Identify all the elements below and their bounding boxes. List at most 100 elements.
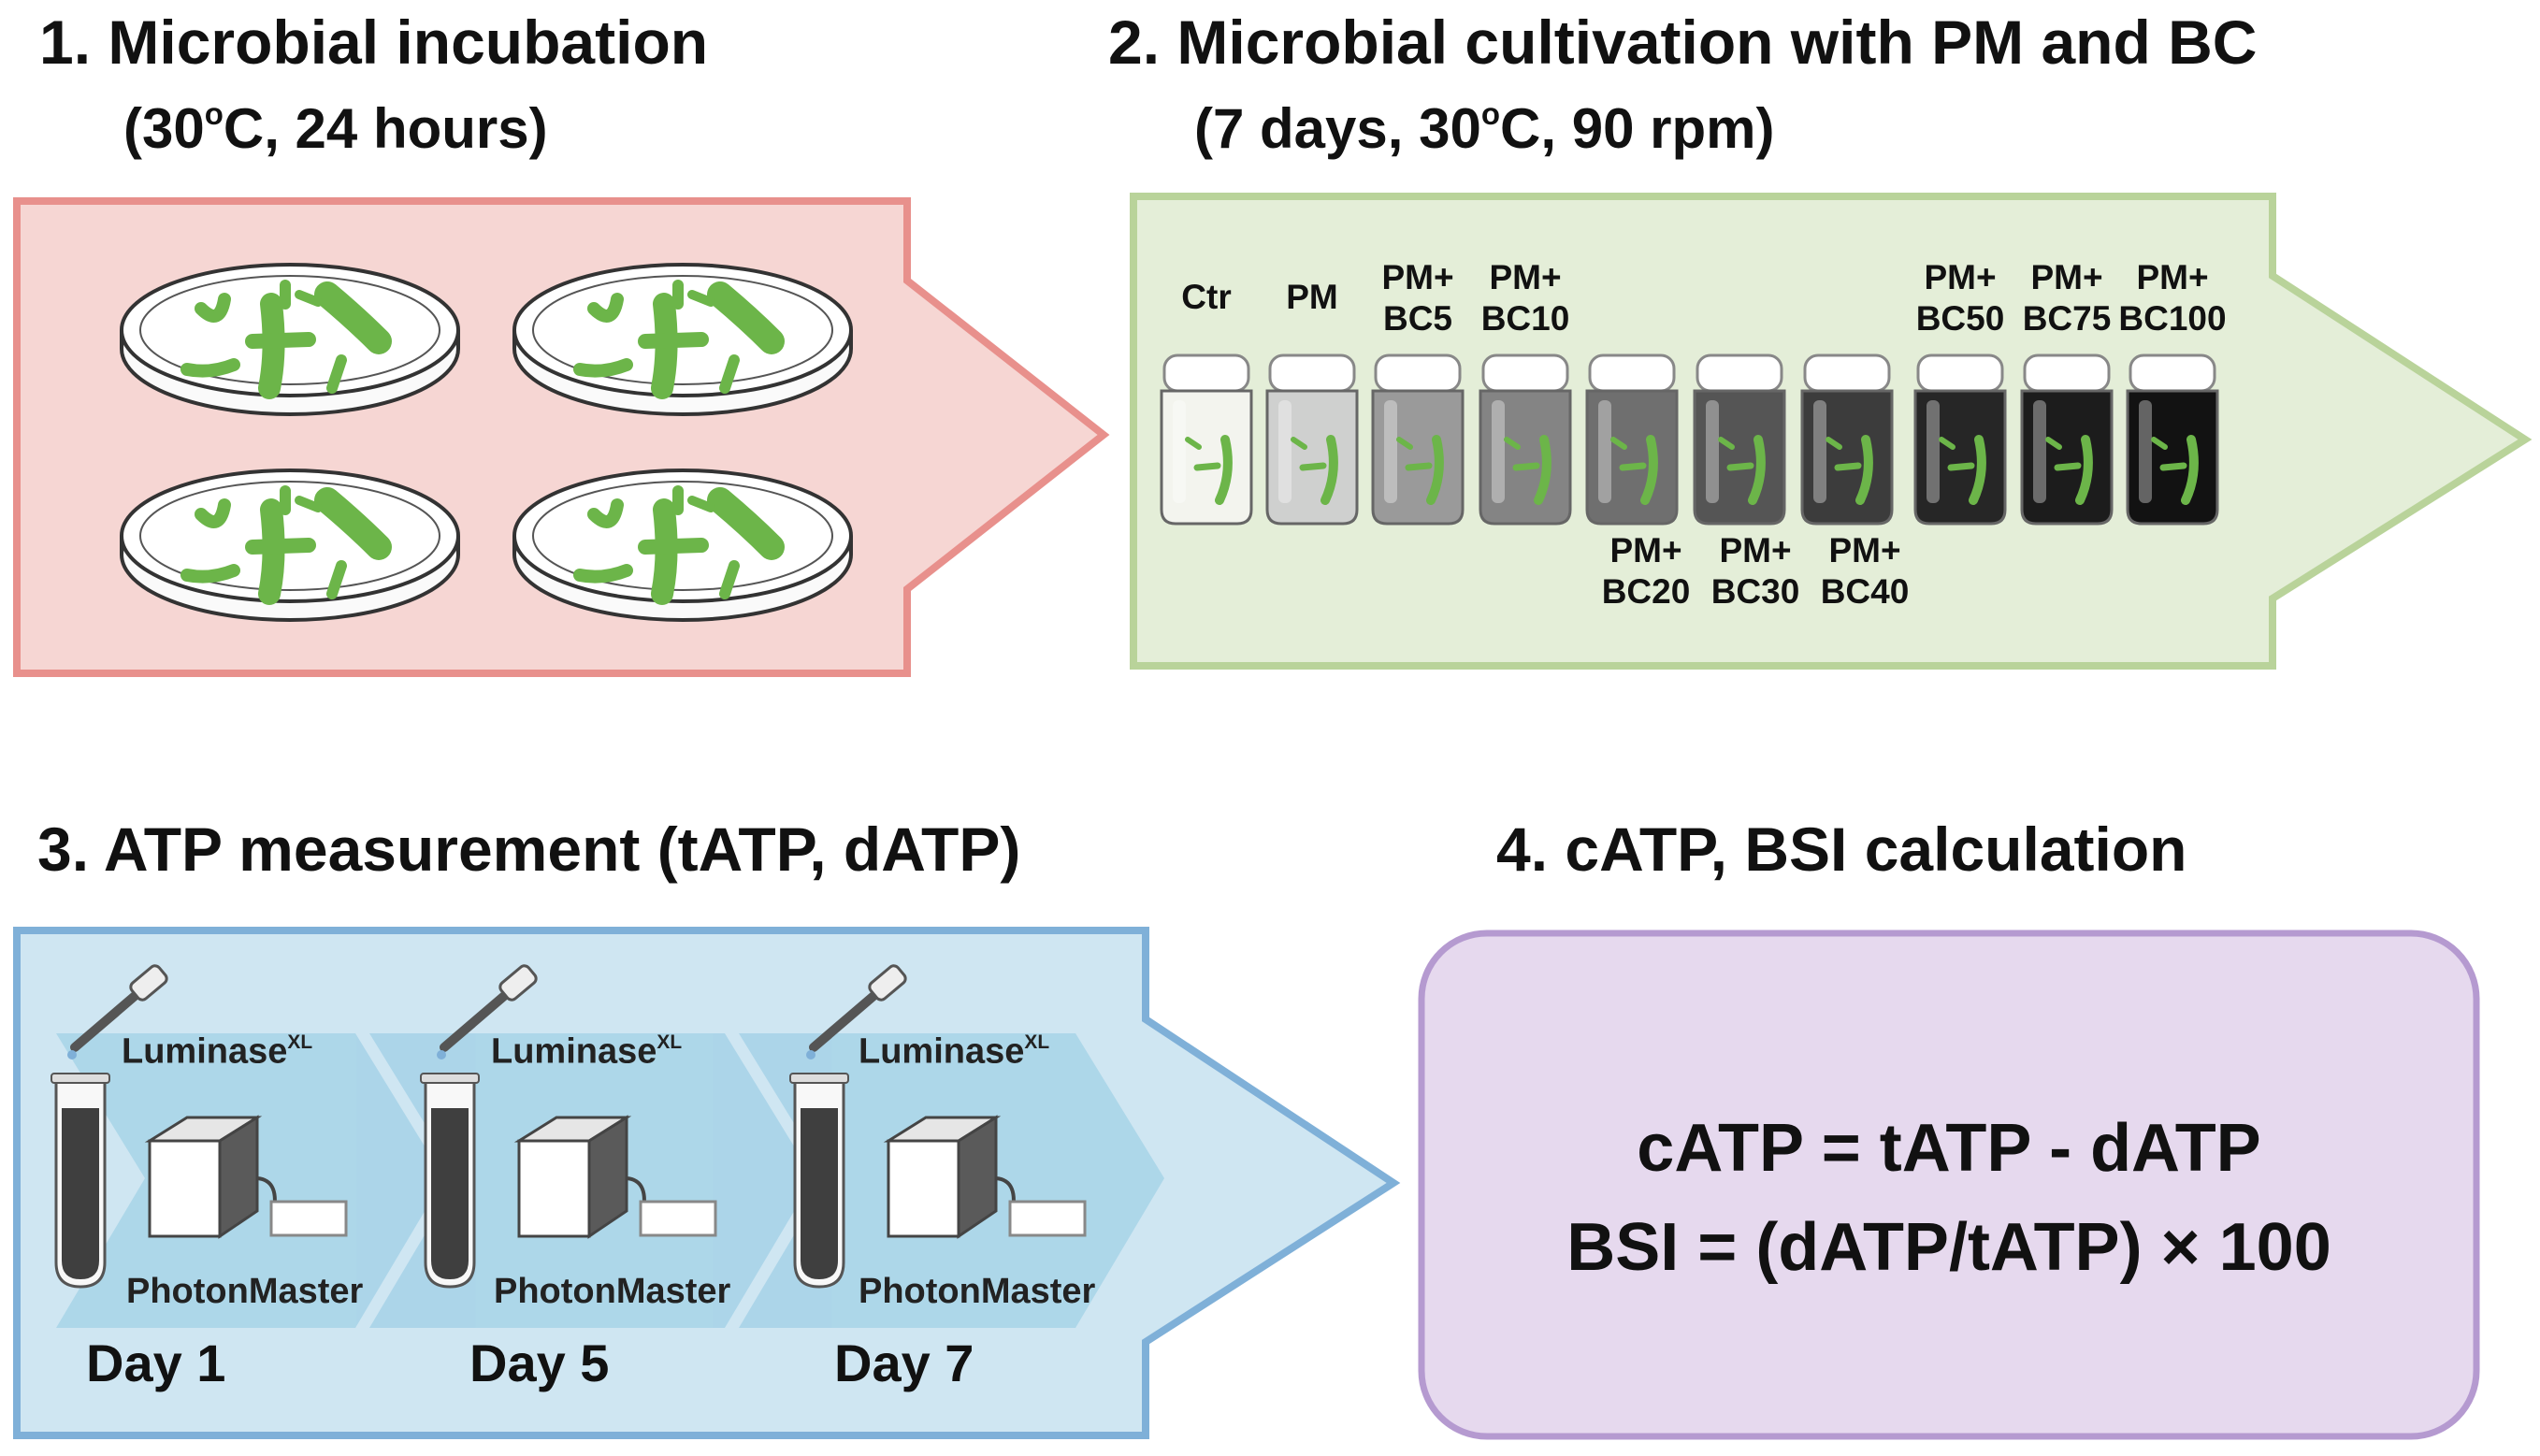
microbe xyxy=(258,293,285,399)
vial-microbe xyxy=(1619,462,1647,471)
pipette-bulb xyxy=(868,964,907,1002)
vial-body xyxy=(1693,389,1786,526)
vial-9 xyxy=(2126,353,2219,526)
vial-highlight xyxy=(1173,400,1186,503)
vial-microbe xyxy=(1291,437,1307,450)
microbe xyxy=(314,281,392,354)
formula-catp: cATP = tATP - dATP xyxy=(1637,1111,2261,1186)
pipette-bulb xyxy=(129,964,168,1002)
pipette-icon xyxy=(440,987,514,1052)
vial-microbe xyxy=(1299,462,1327,471)
microbe xyxy=(651,498,678,605)
vial-cap xyxy=(1803,353,1891,393)
microbe xyxy=(587,498,624,528)
vial-4 xyxy=(1585,353,1679,526)
step2-subtitle: (7 days, 30oC, 90 rpm) xyxy=(1194,96,1775,160)
microbe xyxy=(326,354,347,394)
reagent-label-2: LuminaseXL xyxy=(491,1031,683,1072)
vial-microbe xyxy=(1215,435,1233,505)
microbe xyxy=(314,487,392,560)
measurement-station xyxy=(51,964,348,1289)
dish-inner xyxy=(139,481,440,591)
measurement-station xyxy=(789,964,1087,1289)
step1-subtitle: (30oC, 24 hours) xyxy=(123,96,548,160)
microbe xyxy=(587,293,624,323)
microbe xyxy=(245,538,316,555)
vial-microbe xyxy=(1947,462,1975,471)
vial-cap xyxy=(1588,353,1676,393)
vial-microbe xyxy=(1834,462,1862,471)
measurement-station xyxy=(420,964,717,1289)
vial-label-pm-bc10: PM+BC10 xyxy=(1480,258,1570,339)
vial-microbe xyxy=(2151,437,2168,450)
pipette-bulb xyxy=(498,964,538,1002)
vial-microbe xyxy=(1321,435,1338,505)
luminometer-side xyxy=(218,1115,259,1239)
dish-rim xyxy=(120,263,460,397)
luminometer-side xyxy=(957,1115,998,1239)
microbe xyxy=(687,290,715,307)
microbe xyxy=(195,498,231,528)
dish-inner xyxy=(532,481,833,591)
test-tube-liquid xyxy=(431,1108,469,1279)
instrument-label-3: PhotonMaster xyxy=(859,1272,1096,1311)
vial-highlight xyxy=(1927,400,1940,503)
instrument-label-2: PhotonMaster xyxy=(494,1272,731,1311)
vial-8 xyxy=(2020,353,2114,526)
vial-microbe xyxy=(2054,462,2082,471)
vial-3 xyxy=(1479,353,1572,526)
vial-highlight xyxy=(1492,400,1505,503)
vial-cap xyxy=(1696,353,1783,393)
vial-cap xyxy=(2023,353,2111,393)
display-panel xyxy=(1008,1200,1087,1237)
pipette-icon xyxy=(809,987,884,1052)
microbe xyxy=(245,332,316,349)
vial-highlight xyxy=(2033,400,2046,503)
microbe xyxy=(258,498,285,605)
microbe xyxy=(180,358,240,378)
reagent-label-3: LuminaseXL xyxy=(859,1031,1050,1072)
vials xyxy=(1160,353,2219,526)
pipette-icon xyxy=(70,987,145,1052)
vial-microbe xyxy=(1826,437,1842,450)
vial-microbe xyxy=(2045,437,2062,450)
pipette-drop xyxy=(806,1050,815,1060)
day-label-2: Day 5 xyxy=(469,1333,610,1392)
vial-label-pm-bc100: PM+BC100 xyxy=(2118,258,2227,339)
step3-title: 3. ATP measurement (tATP, dATP) xyxy=(37,814,1021,884)
formula-bsi: BSI = (dATP/tATP) × 100 xyxy=(1566,1210,2331,1285)
vial-microbe xyxy=(1748,435,1766,505)
microbe xyxy=(295,496,323,512)
day-label-1: Day 1 xyxy=(86,1333,226,1392)
vial-body xyxy=(1160,389,1253,526)
microbe xyxy=(195,293,231,323)
vial-label-pm-bc50: PM+BC50 xyxy=(1915,258,2005,339)
vial-microbe xyxy=(1726,462,1754,471)
microbe xyxy=(707,281,785,354)
petri-dish xyxy=(120,263,460,416)
petri-dish xyxy=(120,469,460,622)
vial-microbe xyxy=(1939,437,1956,450)
day-label-3: Day 7 xyxy=(834,1333,974,1392)
vial-body xyxy=(2020,389,2114,526)
vial-body xyxy=(1265,389,1359,526)
test-tube-rim xyxy=(51,1073,110,1084)
test-tube-rim xyxy=(420,1073,480,1084)
step2-title: 2. Microbial cultivation with PM and BC xyxy=(1108,7,2258,77)
vial-cap xyxy=(1374,353,1462,393)
vial-label-ctr: Ctr xyxy=(1181,278,1232,316)
dish-rim xyxy=(512,469,853,603)
luminometer-front xyxy=(887,1139,960,1238)
microbe xyxy=(651,293,678,399)
dish-rim xyxy=(120,469,460,603)
vial-highlight xyxy=(1278,400,1292,503)
step1-title: 1. Microbial incubation xyxy=(39,7,709,77)
vial-highlight xyxy=(1384,400,1397,503)
vial-label-pm-bc30: PM+BC30 xyxy=(1710,531,1800,612)
dish-inner xyxy=(532,275,833,385)
vial-microbe xyxy=(1855,435,1873,505)
vial-microbe xyxy=(2075,435,2093,505)
instrument-label-1: PhotonMaster xyxy=(126,1272,364,1311)
vial-cap xyxy=(1916,353,2004,393)
